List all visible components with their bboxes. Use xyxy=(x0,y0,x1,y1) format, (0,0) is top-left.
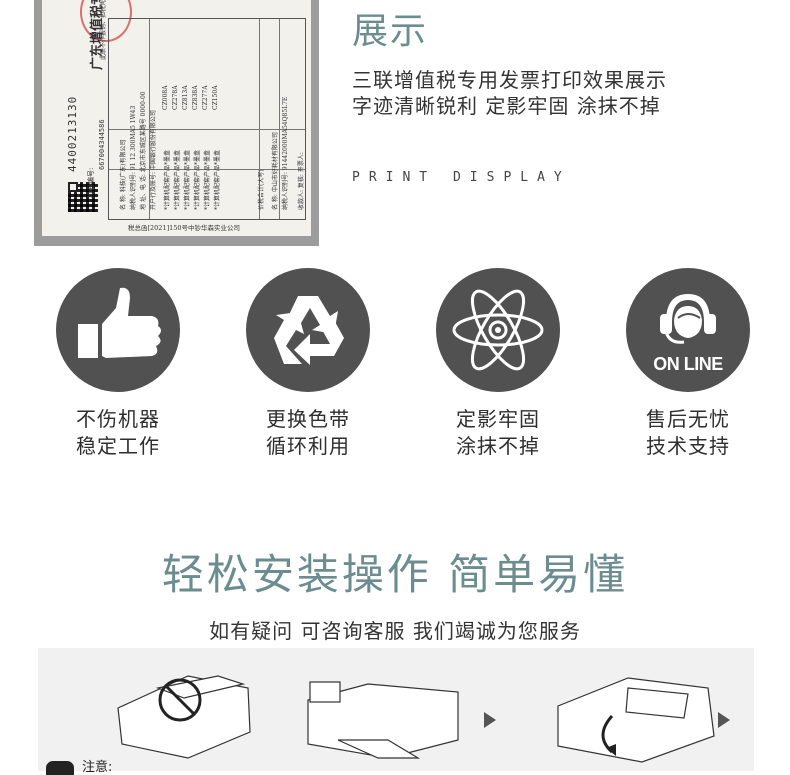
item-line: *计算机配套产品*墨盒 xyxy=(164,149,171,210)
model-cell: CZ150A xyxy=(212,85,219,110)
payee-line: 收款人: 复核: 开票人: xyxy=(298,152,305,210)
feature-line-1: 不伤机器 xyxy=(76,407,160,431)
install-title: 轻松安装操作 简单易懂 xyxy=(161,550,629,599)
model-cell: CZ277A xyxy=(202,85,209,110)
invoice-footer: 税总函[2021]150号中钞华森实业公司 xyxy=(128,224,241,232)
recycle-icon xyxy=(246,268,370,392)
buyer-tax-id: 纳税人识别号: 91 12 300MA5 1W43 xyxy=(130,105,137,210)
invoice-code: 4400213130 xyxy=(66,95,79,172)
model-cell: CZ838A xyxy=(192,85,199,110)
item-line: *计算机配套产品*墨盒 xyxy=(174,149,181,210)
online-badge: ON LINE xyxy=(653,354,723,374)
invoice-subtitle: 此联不作报销、扣税凭证使用 xyxy=(100,0,107,60)
qr-code-icon xyxy=(68,182,98,212)
feature-support: ON LINE 售后无忧 技术支持 xyxy=(613,268,763,460)
feature-recycle: 更换色带 循环利用 xyxy=(233,268,383,460)
thumbs-up-icon xyxy=(56,268,180,392)
next-step-arrow-icon xyxy=(484,712,496,728)
warning-icon xyxy=(46,760,74,775)
buyer-address: 地 址、电 话: 北京市东城区某路号 0000-00 xyxy=(140,91,147,210)
feature-line-2: 技术支持 xyxy=(646,434,730,458)
invoice-number: 667004344586 xyxy=(98,119,106,170)
feature-no-damage: 不伤机器 稳定工作 xyxy=(43,268,193,460)
showcase-title: 展示 xyxy=(352,11,429,52)
item-line: *计算机配套产品*墨盒 xyxy=(184,149,191,210)
model-cell: CZ813A xyxy=(182,85,189,110)
item-line: *计算机配套产品*墨盒 xyxy=(214,149,221,210)
headset-support-icon: ON LINE xyxy=(626,268,750,392)
invoice-paper: 4400213130 机器编号: 667004344586 广东增值税专用发票 … xyxy=(42,0,311,236)
buyer-name: 名 称: 科技(广东)有限公司 xyxy=(120,139,127,210)
install-subtitle: 如有疑问 可咨询客服 我们竭诚为您服务 xyxy=(209,619,581,643)
print-display-caption: PRINT DISPLAY xyxy=(352,170,571,185)
feature-line-1: 售后无忧 xyxy=(646,407,730,431)
seller-tax-id: 纳税人识别号: 91442000MA54Q85L7E xyxy=(282,96,289,210)
install-steps-panel xyxy=(38,648,754,771)
install-note: 注意: xyxy=(46,756,112,775)
next-step-arrow-icon xyxy=(718,712,730,728)
item-line: *计算机配套产品*墨盒 xyxy=(194,149,201,210)
install-steps-illustration xyxy=(117,675,715,763)
buyer-bank: 开户行及账号: 中国银行股份有限公司 xyxy=(150,110,157,210)
feature-fixing: 定影牢固 涂抹不掉 xyxy=(423,268,573,460)
feature-line-1: 定影牢固 xyxy=(456,407,540,431)
showcase-line-1: 三联增值税专用发票打印效果展示 xyxy=(352,68,667,92)
total-label: 价税合计(大写) xyxy=(258,169,265,210)
feature-line-2: 循环利用 xyxy=(266,434,350,458)
invoice-photo: 4400213130 机器编号: 667004344586 广东增值税专用发票 … xyxy=(34,0,319,246)
feature-line-2: 涂抹不掉 xyxy=(456,434,540,458)
invoice-table xyxy=(108,18,306,220)
atom-icon xyxy=(436,268,560,392)
feature-line-1: 更换色带 xyxy=(266,407,350,431)
feature-line-2: 稳定工作 xyxy=(76,434,160,458)
model-cell: CZ278A xyxy=(172,85,179,110)
showcase-line-2: 字迹清晰锐利 定影牢固 涂抹不掉 xyxy=(352,94,661,118)
model-cell: CZ008A xyxy=(162,85,169,110)
seller-name: 名 称: 中山市好耗材有限公司 xyxy=(272,132,279,210)
invoice-number-label: 机器编号: xyxy=(87,167,95,198)
item-line: *计算机配套产品*墨盒 xyxy=(204,149,211,210)
note-label: 注意: xyxy=(82,760,113,775)
